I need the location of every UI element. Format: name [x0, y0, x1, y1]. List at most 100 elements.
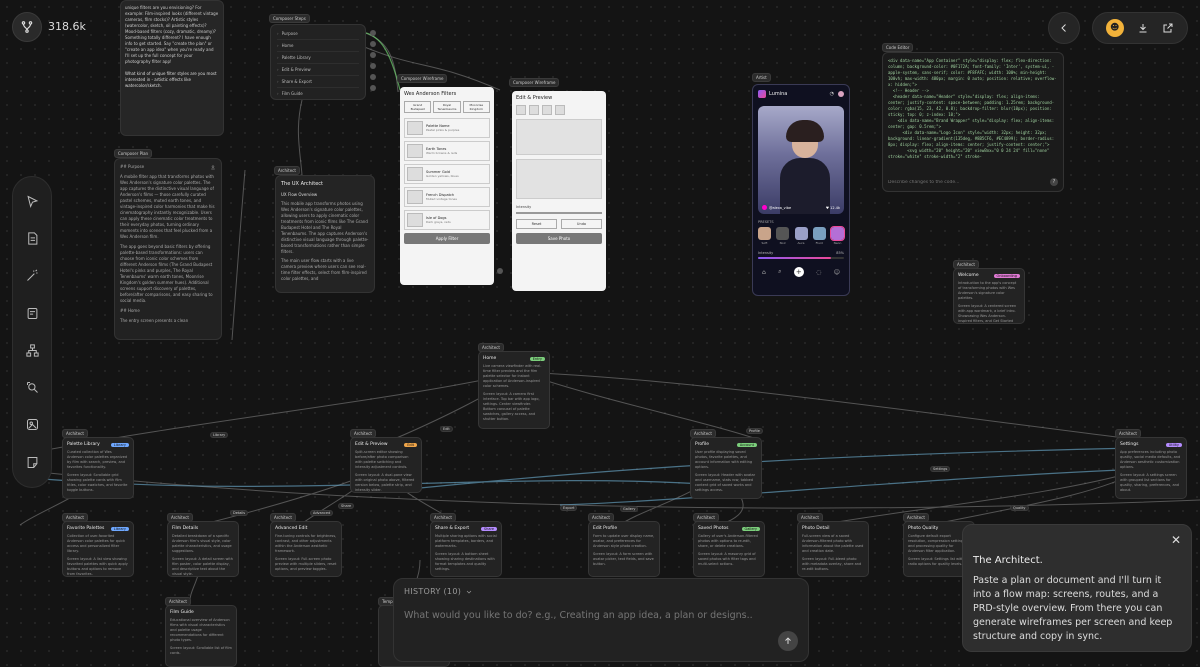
- wf1-row-sub: Dark greys, reds: [426, 220, 451, 224]
- tooltip-close-button[interactable]: ✕: [1170, 533, 1181, 547]
- code-editor-content[interactable]: <div data-name="App Container" style="di…: [888, 58, 1057, 159]
- wf2-intensity-slider[interactable]: [516, 212, 602, 214]
- preset-item[interactable]: Noir: [776, 227, 790, 245]
- download-icon[interactable]: [1137, 22, 1149, 34]
- app-logo-badge[interactable]: [12, 12, 42, 42]
- home-node-badge: Entry: [529, 356, 545, 361]
- capture-button[interactable]: +: [793, 267, 804, 277]
- toolbar-inspect-button[interactable]: [19, 375, 45, 400]
- wf1-row-title: French Dispatch: [426, 193, 455, 197]
- architect-tooltip: ✕ The Architect. Paste a plan or documen…: [962, 524, 1192, 652]
- toolbar-flow-button[interactable]: [19, 338, 45, 363]
- home-icon[interactable]: ⌂: [762, 268, 766, 276]
- flow-node-body-2: Screen layout: Settings list with radio …: [908, 557, 964, 566]
- download-icon[interactable]: [210, 164, 216, 170]
- composer-step-label: Film Guide: [281, 91, 303, 96]
- flow-node-body: Multiple sharing options with social pla…: [435, 534, 497, 548]
- search-icon[interactable]: ⌕: [778, 268, 782, 275]
- code-change-input[interactable]: [888, 179, 1038, 185]
- preset-item[interactable]: Neon: [830, 226, 845, 245]
- intensity-value: 85%: [836, 251, 844, 255]
- flow-node-title: Saved Photos: [698, 526, 729, 531]
- flow-node-body-2: Screen layout: Scrollable list of film c…: [170, 646, 232, 655]
- wf2-undo-button[interactable]: Undo: [561, 219, 602, 229]
- flow-node-title: Photo Quality: [908, 526, 939, 531]
- toolbar-magic-button[interactable]: [19, 264, 45, 289]
- profile-icon[interactable]: ☺: [833, 268, 840, 276]
- flow-node-header: Photo Detail: [802, 526, 864, 531]
- wf1-apply-button[interactable]: Apply Filter: [404, 233, 490, 244]
- composer-send-button[interactable]: [778, 631, 798, 651]
- wf1-row-sub: Pastel pinks & purples: [426, 128, 460, 132]
- toolbar-document-button[interactable]: [19, 226, 45, 251]
- toolbar-design-button[interactable]: [19, 413, 45, 438]
- wf2-save-button[interactable]: Save Photo: [516, 233, 602, 244]
- welcome-node-body-2: Screen layout: A centered screen with ap…: [958, 304, 1017, 323]
- history-toggle[interactable]: HISTORY (10): [404, 587, 462, 596]
- wf1-tab[interactable]: Moonrise Kingdom: [462, 101, 490, 113]
- flow-node-body-2: Screen layout: A settings screen with gr…: [1120, 473, 1180, 492]
- flow-node-body: App preferences including photo quality,…: [1120, 450, 1181, 469]
- flow-node-body: Gallery of user's Anderson-filtered phot…: [698, 534, 758, 548]
- overview-title: The UX Architect: [281, 181, 323, 187]
- composer-input[interactable]: [404, 610, 774, 621]
- flow-node-title: Share & Export: [435, 526, 470, 531]
- artist-photo: @alexa_vibe ♥ 12.4k: [758, 106, 844, 214]
- toolbar-note-button[interactable]: [19, 450, 45, 475]
- avatar[interactable]: [838, 91, 844, 97]
- wf2-reset-button[interactable]: Reset: [516, 219, 557, 229]
- user-avatar[interactable]: ☻: [1105, 19, 1124, 37]
- chevron-down-icon[interactable]: [465, 588, 473, 596]
- sticky-note-icon: [27, 456, 37, 468]
- preset-item[interactable]: Fluid: [812, 227, 826, 245]
- chevron-right-icon: ›: [277, 79, 279, 84]
- share-icon[interactable]: [1162, 22, 1174, 34]
- send-icon[interactable]: ?: [1050, 178, 1058, 186]
- preset-item[interactable]: Aura: [794, 227, 808, 245]
- flow-node-header: Film Details: [172, 526, 234, 531]
- toolbar-wireframe-button[interactable]: [19, 301, 45, 326]
- tooltip-body: Paste a plan or document and I'll turn i…: [973, 575, 1173, 642]
- composer-step-item[interactable]: ›Home: [277, 40, 359, 52]
- composer-step-item[interactable]: ›Palette Library: [277, 52, 359, 64]
- chat-icon[interactable]: ◌: [816, 268, 822, 276]
- wf1-tab[interactable]: Royal Tenenbaums: [433, 101, 461, 113]
- wf1-tab[interactable]: Grand Budapest: [404, 101, 432, 113]
- composer-step-item[interactable]: ›Film Guide: [277, 88, 359, 99]
- composer-step-item[interactable]: ›Share & Export: [277, 76, 359, 88]
- preset-item[interactable]: Soft: [758, 227, 771, 245]
- intensity-slider[interactable]: [758, 257, 844, 259]
- toolbar-select-button[interactable]: [19, 189, 45, 214]
- bell-icon[interactable]: ◔: [829, 91, 834, 97]
- composer-step-item[interactable]: ›Edit & Preview: [277, 64, 359, 76]
- flow-node-body-2: Screen layout: Header with avatar and us…: [695, 473, 756, 492]
- header-count: 318.6k: [48, 20, 86, 33]
- back-button[interactable]: [1048, 12, 1080, 44]
- top-right-actions: ☻: [1092, 12, 1188, 44]
- plan-body-2: The app goes beyond basic filters by off…: [120, 244, 213, 303]
- flow-node-badge: Library: [110, 526, 129, 531]
- composer-step-item[interactable]: ›Purpose: [277, 28, 359, 40]
